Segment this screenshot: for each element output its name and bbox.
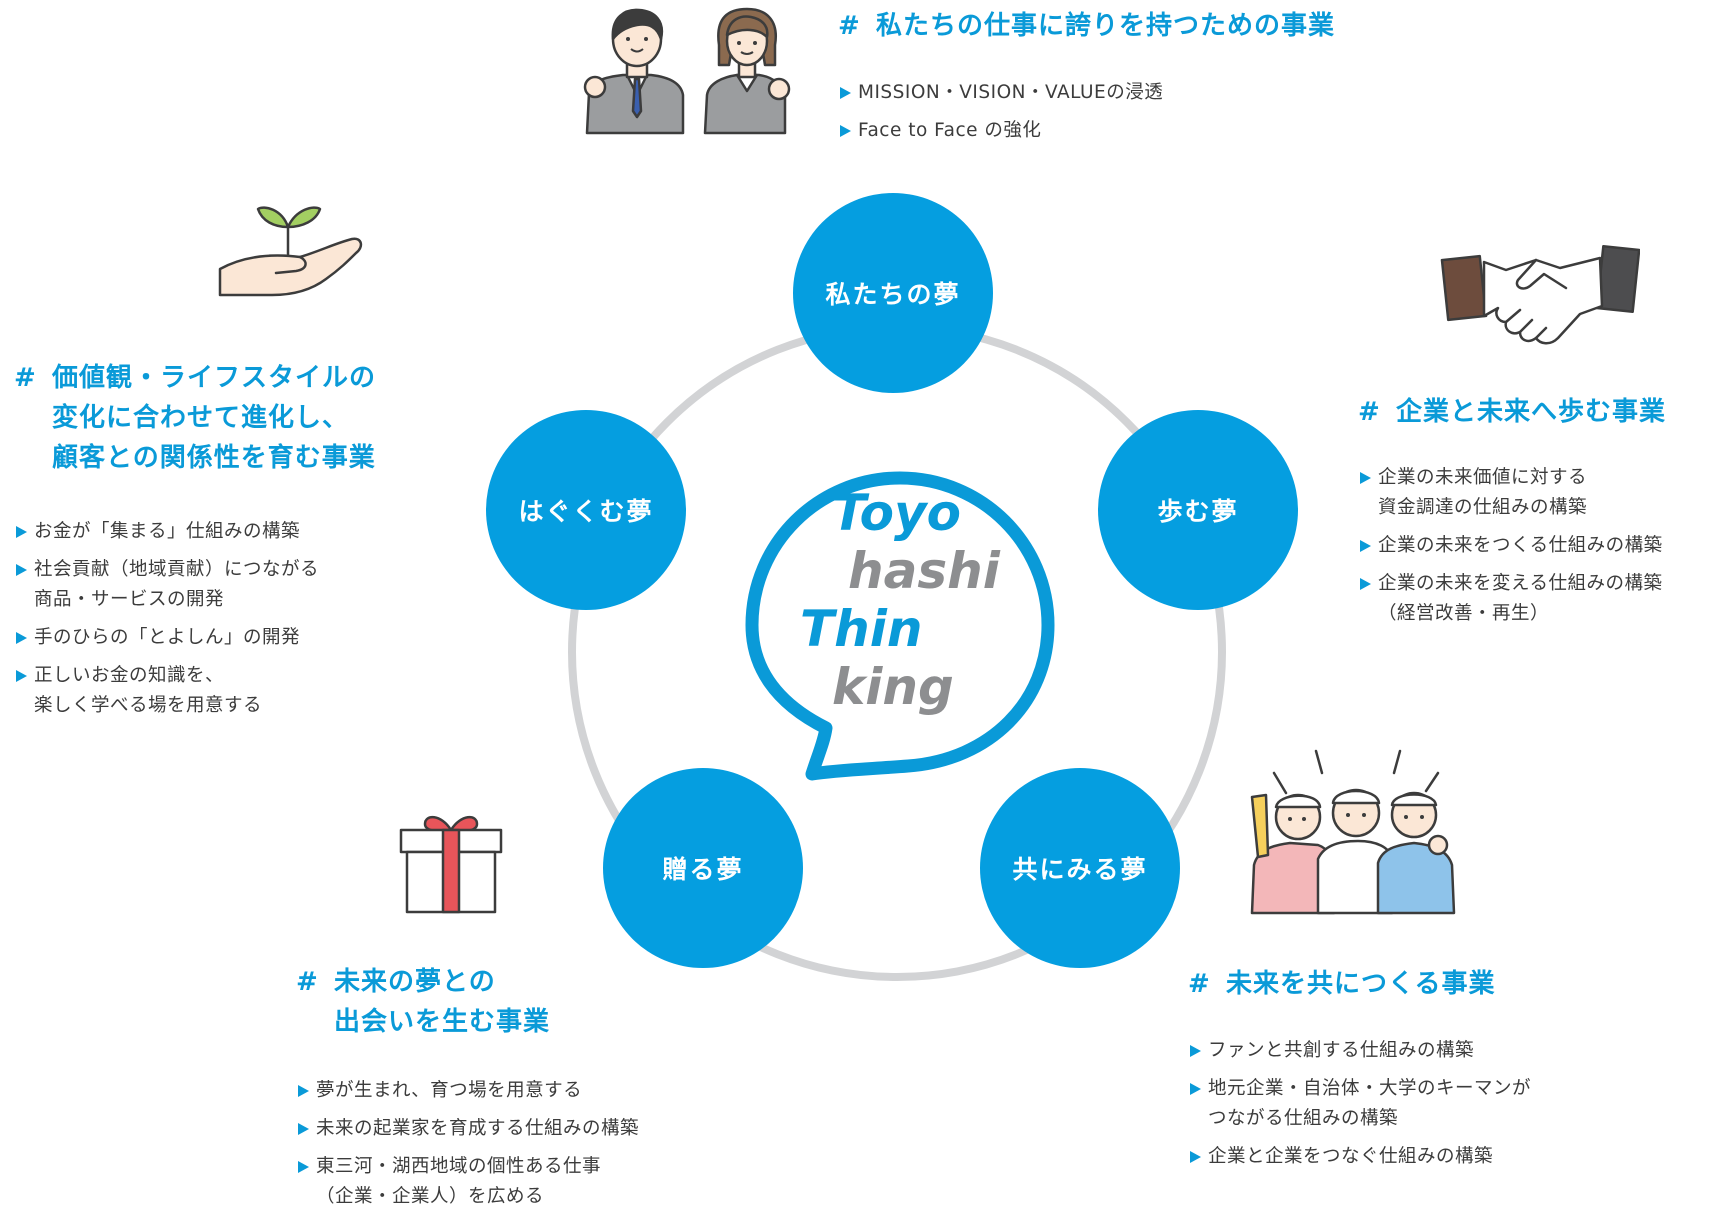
future-company-list: 企業の未来価値に対する資金調達の仕組みの構築 企業の未来をつくる仕組みの構築 企… (1358, 463, 1663, 637)
list-item: 未来の起業家を育成する仕組みの構築 (296, 1114, 639, 1144)
list-item: 地元企業・自治体・大学のキーマンがつながる仕組みの構築 (1188, 1074, 1531, 1134)
logo-line-1: Toyo (832, 484, 961, 542)
list-item: MISSION・VISION・VALUEの浸透 (838, 78, 1163, 108)
hash-mark: # (14, 363, 37, 393)
heading-line: 未来を共につくる事業 (1226, 969, 1496, 999)
list-item: 東三河・湖西地域の個性ある仕事（企業・企業人）を広める (296, 1152, 639, 1212)
list-item: 夢が生まれ、育つ場を用意する (296, 1076, 639, 1106)
co-create-list: ファンと共創する仕組みの構築 地元企業・自治体・大学のキーマンがつながる仕組みの… (1188, 1036, 1531, 1180)
dream-okuru: 贈る夢 (603, 768, 803, 968)
list-item: ファンと共創する仕組みの構築 (1188, 1036, 1531, 1066)
hand-sprout-illustration (218, 206, 363, 297)
nurture-list: お金が「集まる」仕組みの構築 社会貢献（地域貢献）につながる商品・サービスの開発… (14, 517, 319, 729)
hash-mark: # (1188, 969, 1211, 999)
logo-line-3: Thin (800, 600, 922, 658)
list-item: 社会貢献（地域貢献）につながる商品・サービスの開発 (14, 555, 319, 615)
logo-line-4: king (832, 658, 954, 716)
dream-label: はぐくむ夢 (518, 497, 654, 526)
heading-nurture: # 価値観・ライフスタイルの 変化に合わせて進化し、 顧客との関係性を育む事業 (14, 358, 376, 478)
list-item: 企業の未来を変える仕組みの構築（経営改善・再生） (1358, 569, 1663, 629)
dream-hagukumu: はぐくむ夢 (486, 410, 686, 610)
heading-future-company: # 企業と未来へ歩む事業 (1358, 392, 1666, 432)
hash-mark: # (296, 967, 319, 997)
list-item: 手のひらの「とよしん」の開発 (14, 623, 319, 653)
gift-box-illustration (399, 816, 503, 914)
heading-line: 未来の夢との (334, 967, 496, 997)
heading-line: 出会いを生む事業 (334, 1007, 551, 1037)
dream-label: 共にみる夢 (1012, 855, 1148, 884)
hash-mark: # (1358, 397, 1381, 427)
heading-pride: # 私たちの仕事に誇りを持つための事業 (838, 6, 1335, 46)
logo-line-2: hashi (848, 542, 1001, 600)
dream-label: 贈る夢 (662, 855, 744, 884)
list-item: 企業と企業をつなぐ仕組みの構築 (1188, 1142, 1531, 1172)
business-people-illustration (583, 7, 791, 135)
heading-line: 変化に合わせて進化し、 (52, 403, 350, 433)
list-item: 企業の未来をつくる仕組みの構築 (1358, 531, 1663, 561)
list-item: お金が「集まる」仕組みの構築 (14, 517, 319, 547)
pride-list: MISSION・VISION・VALUEの浸透 Face to Face の強化 (838, 78, 1163, 154)
dream-label: 私たちの夢 (825, 280, 961, 309)
list-item: 正しいお金の知識を、楽しく学べる場を用意する (14, 661, 319, 721)
list-item: 企業の未来価値に対する資金調達の仕組みの構築 (1358, 463, 1663, 523)
list-item: Face to Face の強化 (838, 116, 1163, 146)
handshake-illustration (1440, 245, 1640, 345)
dream-label: 歩む夢 (1157, 497, 1239, 526)
heading-line: 私たちの仕事に誇りを持つための事業 (876, 11, 1336, 41)
heading-encounter: # 未来の夢との 出会いを生む事業 (296, 962, 550, 1042)
heading-co-create: # 未来を共につくる事業 (1188, 964, 1495, 1004)
encounter-list: 夢が生まれ、育つ場を用意する 未来の起業家を育成する仕組みの構築 東三河・湖西地… (296, 1076, 639, 1220)
dream-tomonimiru: 共にみる夢 (980, 768, 1180, 968)
dream-watashitachi: 私たちの夢 (793, 193, 993, 393)
heading-line: 企業と未来へ歩む事業 (1396, 397, 1667, 427)
heading-line: 顧客との関係性を育む事業 (52, 443, 376, 473)
hash-mark: # (838, 11, 861, 41)
heading-line: 価値観・ライフスタイルの (52, 363, 377, 393)
toyohashi-thinking-logo: Toyo hashi Thin king (745, 471, 1055, 781)
cheering-people-illustration (1250, 749, 1456, 915)
dream-ayumu: 歩む夢 (1098, 410, 1298, 610)
